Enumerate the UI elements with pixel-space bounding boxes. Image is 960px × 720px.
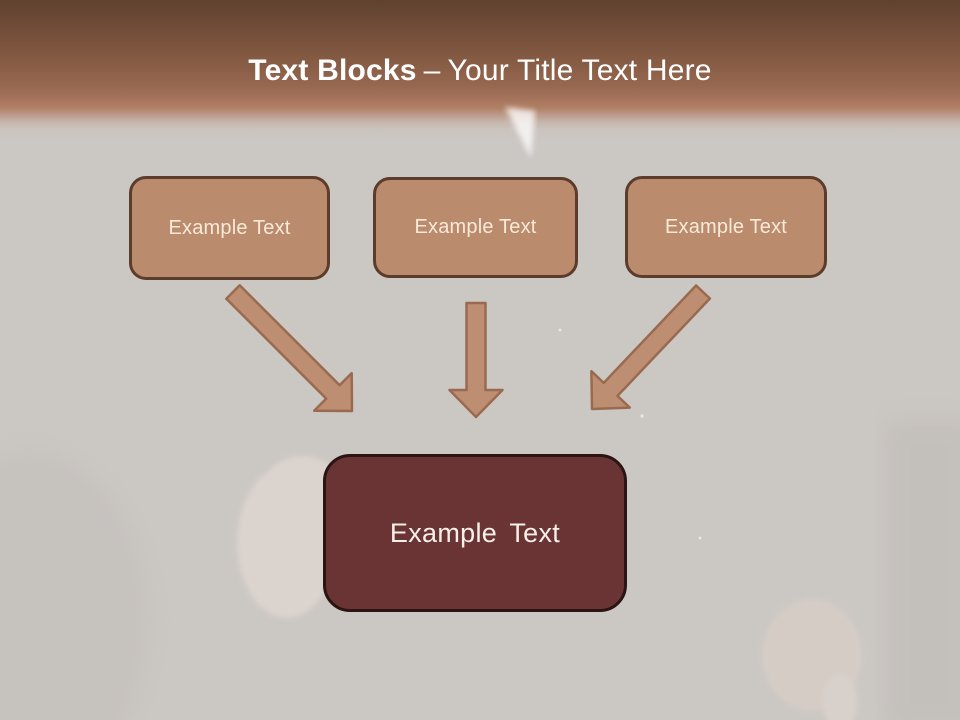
vignette-shapes: [0, 420, 960, 720]
slide-title-emphasis: Text Blocks: [248, 54, 417, 87]
text-block-label: Example Text: [414, 216, 537, 238]
arrow-right-diagonal-icon[interactable]: [590, 284, 712, 411]
dust-specks: [558, 328, 702, 540]
slide-title[interactable]: Text Blocks–Your Title Text Here: [0, 54, 960, 87]
text-block-top-right[interactable]: Example Text: [625, 176, 827, 278]
hand-ghost: [762, 599, 862, 720]
text-block-label: Example Text: [664, 215, 788, 238]
sleeve-ghost: [237, 456, 340, 618]
highlight-sliver-triangle: [505, 107, 535, 158]
text-block-result[interactable]: Example Text: [323, 454, 627, 612]
arrow-left-diagonal-icon[interactable]: [225, 284, 354, 413]
title-bar: [0, 0, 960, 140]
slide-title-rest: Your Title Text Here: [447, 54, 712, 87]
text-block-label: Example Text: [168, 216, 291, 239]
result-block-label: Example Text: [389, 517, 561, 548]
arrow-down-icon[interactable]: [448, 301, 504, 419]
slide-title-separator: –: [423, 54, 441, 87]
text-block-top-middle[interactable]: Example Text: [373, 177, 578, 278]
text-block-top-left[interactable]: Example Text: [129, 176, 330, 280]
